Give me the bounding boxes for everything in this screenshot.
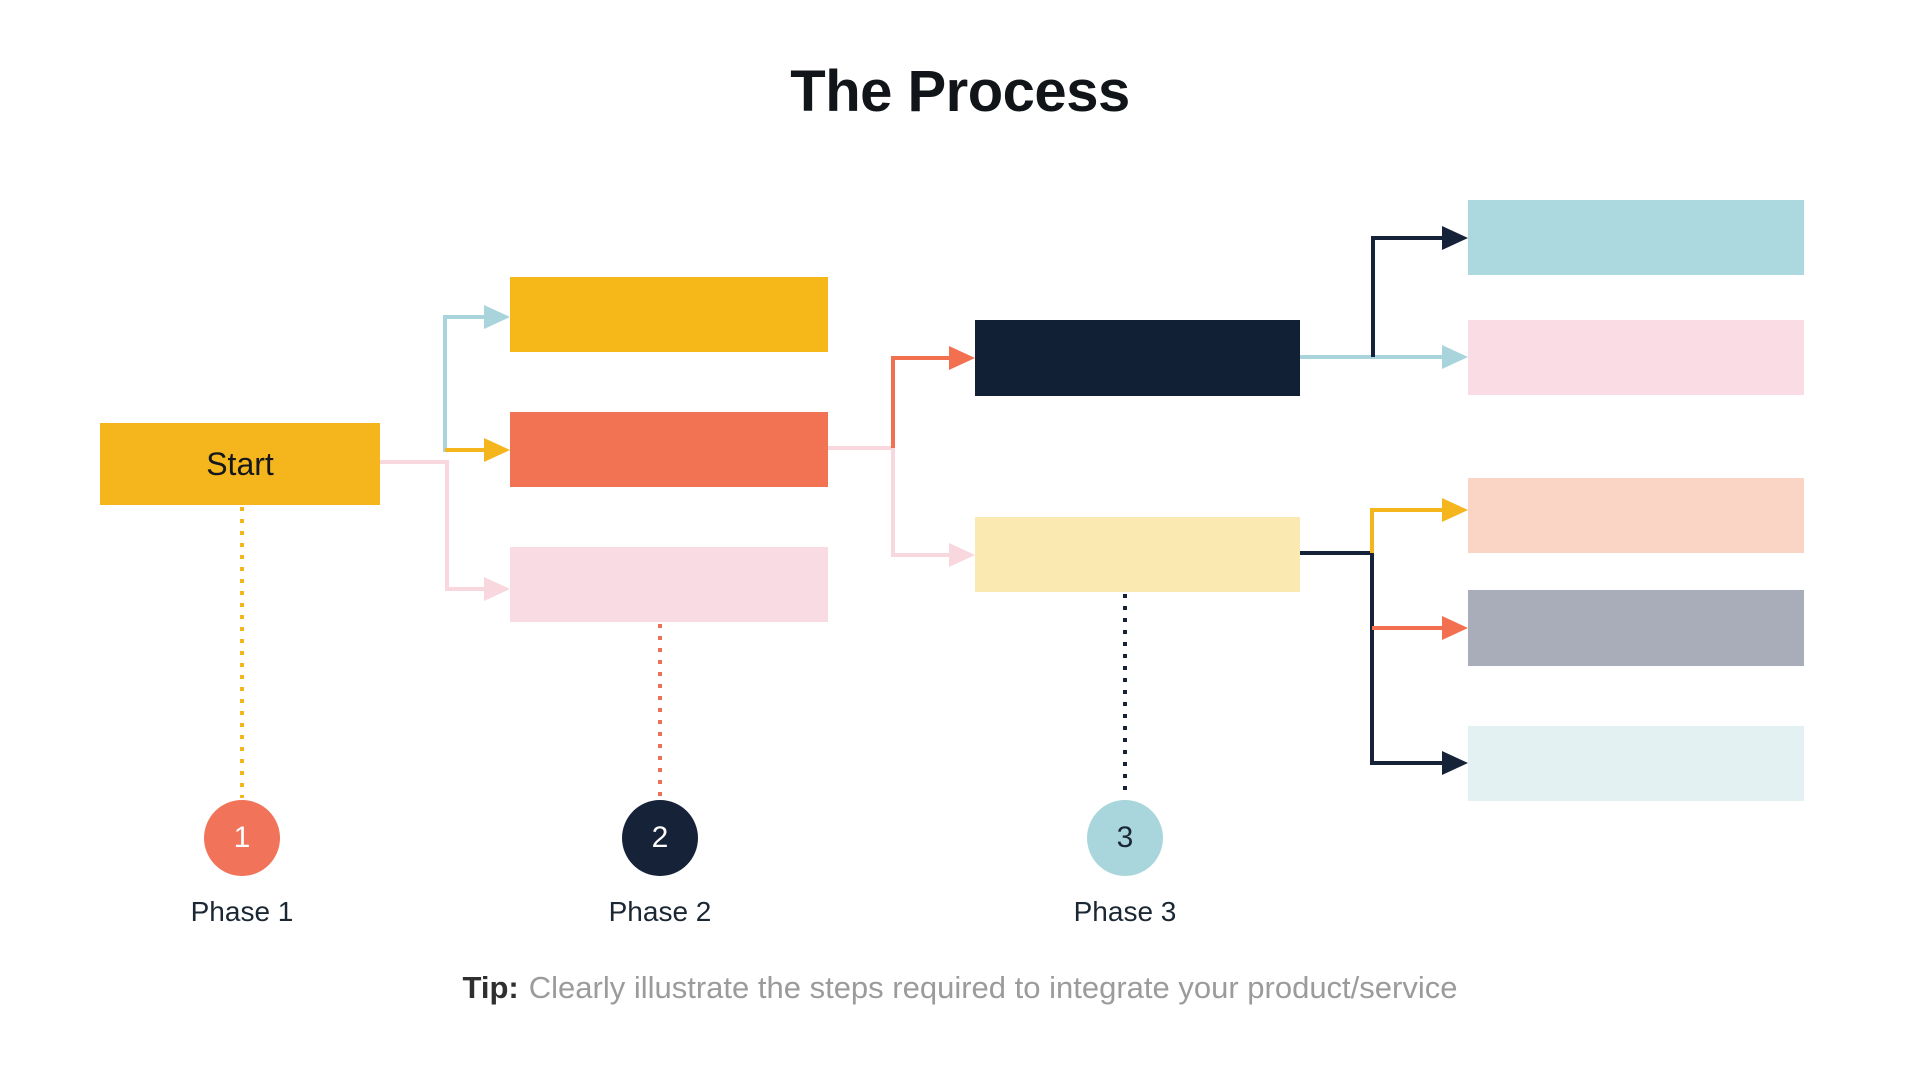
- connector-p2-to-p3-top: [891, 356, 951, 448]
- phase3-node-bottom: [975, 517, 1300, 592]
- phase-2-circle: 2: [622, 800, 698, 876]
- arrowhead-p4-3: [1442, 498, 1468, 522]
- phase2-node-middle: [510, 412, 828, 487]
- phase-2-number: 2: [651, 821, 669, 854]
- arrowhead-p4-4: [1442, 616, 1468, 640]
- phase-3-circle: 3: [1087, 800, 1163, 876]
- arrowhead-p4-2: [1442, 345, 1468, 369]
- connector-start-to-p2-top: [443, 315, 486, 452]
- arrowhead-p2-bottom: [484, 577, 510, 601]
- connector-start-to-p2-bottom: [380, 460, 486, 591]
- arrowhead-p4-1: [1442, 226, 1468, 250]
- phase-1-marker: 1 Phase 1: [142, 800, 342, 928]
- phase3-node-top: [975, 320, 1300, 396]
- tip-text: Clearly illustrate the steps required to…: [528, 970, 1458, 1005]
- outcome-node-4: [1468, 590, 1804, 666]
- phase2-node-top: [510, 277, 828, 352]
- connector-p3top-to-p4-1: [1371, 236, 1444, 357]
- phase-2-label: Phase 2: [608, 896, 712, 927]
- connector-p3bottom-to-p4-3: [1370, 508, 1444, 553]
- outcome-node-1: [1468, 200, 1804, 275]
- arrowhead-p3-bottom: [949, 543, 975, 567]
- start-node-label: Start: [206, 445, 274, 482]
- phase-3-label: Phase 3: [1073, 896, 1177, 927]
- tip-note: Tip: Clearly illustrate the steps require…: [0, 970, 1920, 1006]
- phase-1-circle: 1: [204, 800, 280, 876]
- phase-1-label: Phase 1: [190, 896, 294, 927]
- page-title: The Process: [790, 59, 1130, 124]
- phase-2-marker: 2 Phase 2: [560, 800, 760, 928]
- connector-p2-to-p3-bottom: [828, 446, 951, 557]
- arrowhead-p4-5: [1442, 751, 1468, 775]
- phase-3-marker: 3 Phase 3: [1025, 800, 1225, 928]
- outcome-node-5: [1468, 726, 1804, 801]
- outcome-node-3: [1468, 478, 1804, 553]
- start-node: Start: [100, 423, 380, 505]
- phase-3-number: 3: [1116, 821, 1134, 854]
- arrowhead-p2-mid: [484, 438, 510, 462]
- phase2-node-bottom: [510, 547, 828, 622]
- connector-p3bottom-to-p4-5: [1300, 551, 1444, 765]
- outcome-node-2: [1468, 320, 1804, 395]
- arrowhead-p2-top: [484, 305, 510, 329]
- arrowhead-p3-top: [949, 346, 975, 370]
- tip-label: Tip:: [462, 970, 519, 1005]
- phase-1-number: 1: [233, 821, 251, 854]
